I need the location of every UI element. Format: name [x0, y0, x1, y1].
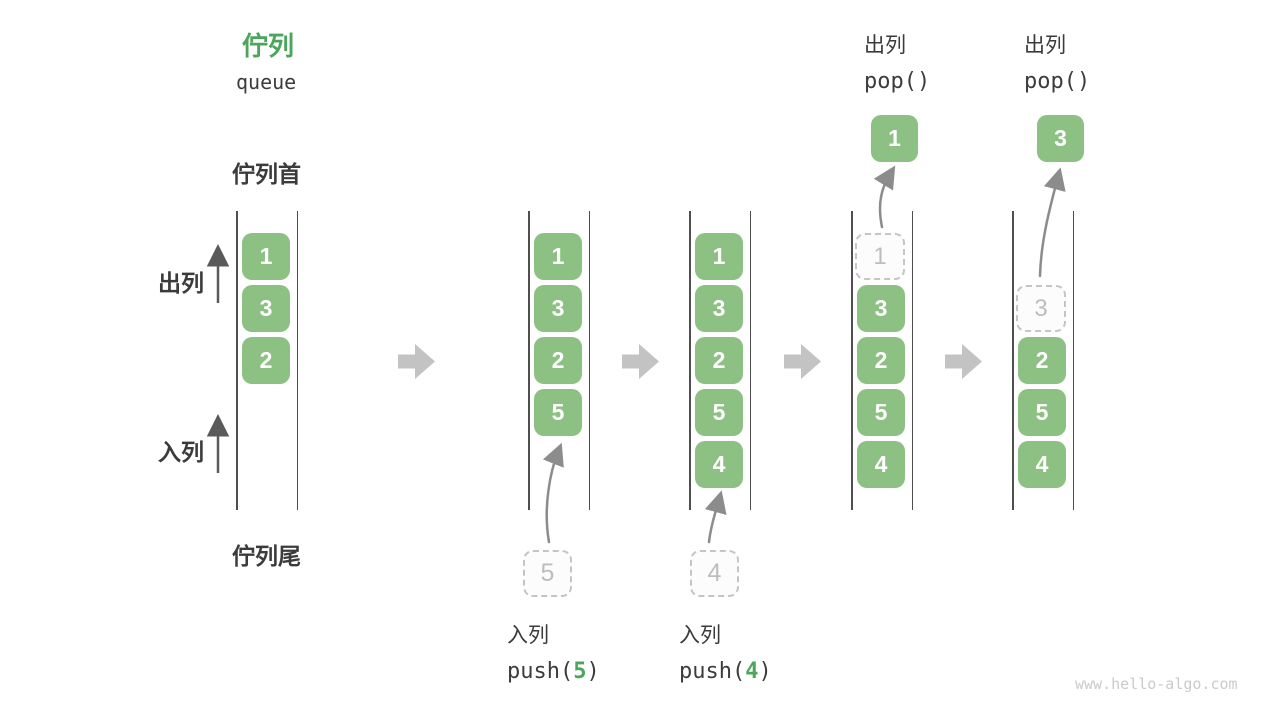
queue-cell: 4 [857, 441, 905, 488]
queue-cell: 4 [1018, 441, 1066, 488]
queue-wall-icon [749, 211, 751, 510]
watermark: www.hello-algo.com [1075, 675, 1238, 693]
queue-cell: 2 [242, 337, 290, 384]
queue-cell: 5 [695, 389, 743, 436]
queue-cell: 5 [1018, 389, 1066, 436]
queue-column-state-4: 1 3 2 5 4 [851, 211, 913, 510]
queue-cell: 2 [857, 337, 905, 384]
push-code: push(4) [679, 659, 772, 684]
step-arrow-icon [398, 344, 435, 379]
push-operation-label: 入列 push(4) [679, 618, 772, 690]
pop-code: pop() [864, 69, 931, 94]
step-arrow-icon [622, 344, 659, 379]
queue-wall-icon [689, 211, 691, 510]
page-title: 佇列 [242, 31, 295, 61]
queue-front-label: 佇列首 [232, 161, 301, 187]
queue-wall-icon [911, 211, 913, 510]
step-arrow-icon [784, 344, 821, 379]
staged-element: 4 [690, 550, 739, 597]
queue-cell: 2 [695, 337, 743, 384]
page-subtitle: queue [236, 70, 297, 94]
push-code: push(5) [507, 659, 600, 684]
queue-wall-icon [588, 211, 590, 510]
step-arrow-icon [945, 344, 982, 379]
queue-cell: 5 [534, 389, 582, 436]
queue-wall-icon [528, 211, 530, 510]
queue-cell: 2 [1018, 337, 1066, 384]
queue-rear-label: 佇列尾 [232, 543, 301, 569]
dequeue-direction-label: 出列 [158, 270, 204, 296]
queue-wall-icon [1072, 211, 1074, 510]
queue-cell-removed: 1 [855, 233, 905, 280]
popped-element: 3 [1037, 115, 1084, 162]
staged-element: 5 [523, 550, 572, 597]
queue-cell: 4 [695, 441, 743, 488]
pop-label-cjk: 出列 [1024, 34, 1066, 57]
queue-column-state-2: 1 3 2 5 [528, 211, 590, 510]
queue-wall-icon [296, 211, 298, 510]
push-operation-label: 入列 push(5) [507, 618, 600, 690]
enqueue-direction-label: 入列 [158, 439, 204, 465]
queue-cell: 3 [242, 285, 290, 332]
queue-cell-removed: 3 [1016, 285, 1066, 332]
queue-column-state-3: 1 3 2 5 4 [689, 211, 751, 510]
pop-label-cjk: 出列 [864, 34, 906, 57]
queue-cell: 1 [242, 233, 290, 280]
push-label-cjk: 入列 [679, 624, 721, 647]
queue-column-state-5: 3 2 5 4 [1012, 211, 1074, 510]
pop-operation-label: 出列 pop() [864, 28, 930, 100]
queue-cell: 2 [534, 337, 582, 384]
queue-column-state-1: 1 3 2 [236, 211, 298, 510]
push-label-cjk: 入列 [507, 624, 549, 647]
popped-element: 1 [871, 115, 918, 162]
pop-operation-label: 出列 pop() [1024, 28, 1090, 100]
queue-wall-icon [851, 211, 853, 510]
pop-code: pop() [1024, 69, 1091, 94]
queue-cell: 5 [857, 389, 905, 436]
queue-cell: 3 [534, 285, 582, 332]
queue-cell: 3 [695, 285, 743, 332]
queue-cell: 3 [857, 285, 905, 332]
queue-cell: 1 [534, 233, 582, 280]
queue-cell: 1 [695, 233, 743, 280]
queue-wall-icon [1012, 211, 1014, 510]
queue-wall-icon [236, 211, 238, 510]
